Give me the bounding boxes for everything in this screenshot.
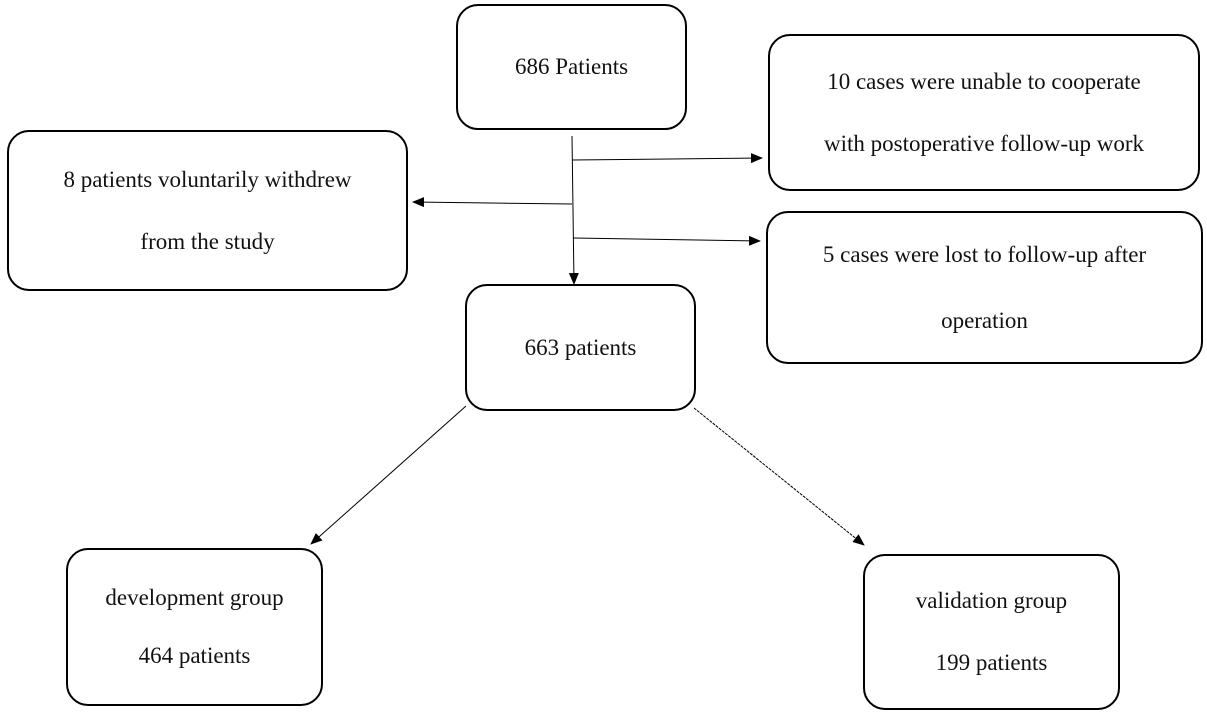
uncooperative-line-1: 10 cases were unable to cooperate: [827, 68, 1141, 94]
development-group-count: 464 patients: [138, 643, 251, 668]
total-patients-box: 686 Patients: [456, 4, 687, 130]
main-trunk-line: [568, 135, 579, 285]
development-group-label: development group: [105, 585, 284, 611]
withdrew-line-2: from the study: [140, 228, 275, 254]
development-group-box: development group 464 patients: [66, 548, 323, 706]
validation-group-count: 199 patients: [935, 650, 1048, 675]
arrow-to-validation: [693, 407, 865, 546]
lost-line-2: operation: [941, 307, 1028, 333]
arrow-to-uncooperative: [571, 153, 763, 164]
remaining-patients-box: 663 patients: [465, 284, 696, 411]
arrow-to-withdrew: [412, 197, 573, 208]
remaining-patients-label: 663 patients: [524, 334, 637, 360]
arrow-to-lost: [572, 235, 761, 246]
total-patients-label: 686 Patients: [514, 54, 629, 80]
uncooperative-box: 10 cases were unable to cooperate with p…: [768, 34, 1200, 191]
lost-line-1: 5 cases were lost to follow-up after: [822, 241, 1147, 267]
lost-to-follow-up-box: 5 cases were lost to follow-up after ope…: [766, 211, 1203, 364]
uncooperative-line-2: with postoperative follow-up work: [823, 130, 1145, 156]
arrow-to-development: [310, 405, 467, 545]
validation-group-label: validation group: [915, 588, 1068, 614]
withdrew-box: 8 patients voluntarily withdrew from the…: [7, 130, 408, 291]
validation-group-box: validation group 199 patients: [863, 554, 1120, 710]
withdrew-line-1: 8 patients voluntarily withdrew: [63, 166, 352, 192]
